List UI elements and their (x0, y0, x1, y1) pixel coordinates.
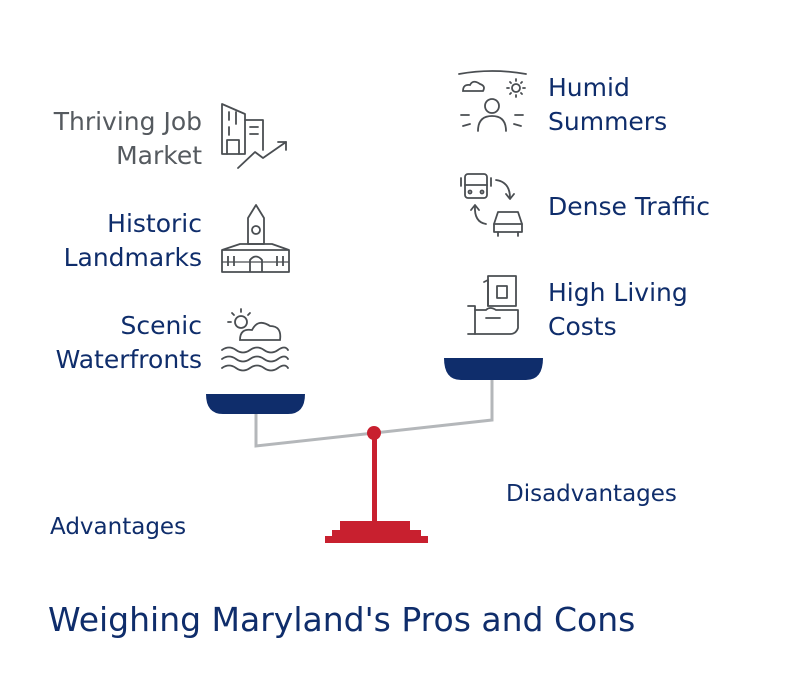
waterfront-sun-icon (221, 308, 289, 372)
advantage-scenic-waterfronts: Scenic Waterfronts (0, 309, 202, 377)
historic-building-icon (221, 204, 290, 273)
advantage-label-line1: Scenic (120, 311, 202, 340)
disadvantage-label-line2: Costs (548, 312, 617, 341)
disadvantage-high-living-costs: High Living Costs (548, 276, 688, 344)
pivot-point (367, 426, 381, 440)
hand-receipt-icon (467, 275, 519, 335)
page-title: Weighing Maryland's Pros and Cons (48, 600, 636, 639)
disadvantage-label-line1: Humid (548, 73, 630, 102)
disadvantage-label-line1: Dense Traffic (548, 192, 710, 221)
advantage-label-line2: Waterfronts (55, 345, 202, 374)
disadvantages-label: Disadvantages (506, 481, 677, 507)
advantage-label-line2: Landmarks (63, 243, 202, 272)
scale-pole (372, 433, 377, 521)
disadvantage-humid-summers: Humid Summers (548, 71, 667, 139)
advantage-historic-landmarks: Historic Landmarks (0, 207, 202, 275)
left-pan (206, 394, 305, 414)
disadvantage-label-line1: High Living (548, 278, 688, 307)
right-hanger (373, 380, 494, 435)
advantages-label: Advantages (50, 514, 187, 540)
advantage-label-line2: Market (116, 141, 202, 170)
office-growth-icon (221, 103, 287, 169)
traffic-vehicles-icon (460, 173, 523, 237)
advantage-label-line1: Historic (107, 209, 202, 238)
advantage-label-line1: Thriving Job (53, 107, 202, 136)
left-hanger (254, 408, 375, 448)
person-weather-icon (458, 70, 527, 132)
disadvantage-label-line2: Summers (548, 107, 668, 136)
right-pan (444, 358, 543, 380)
scale-base (325, 521, 428, 543)
advantage-thriving-job-market: Thriving Job Market (0, 105, 202, 173)
disadvantage-dense-traffic: Dense Traffic (548, 190, 710, 224)
